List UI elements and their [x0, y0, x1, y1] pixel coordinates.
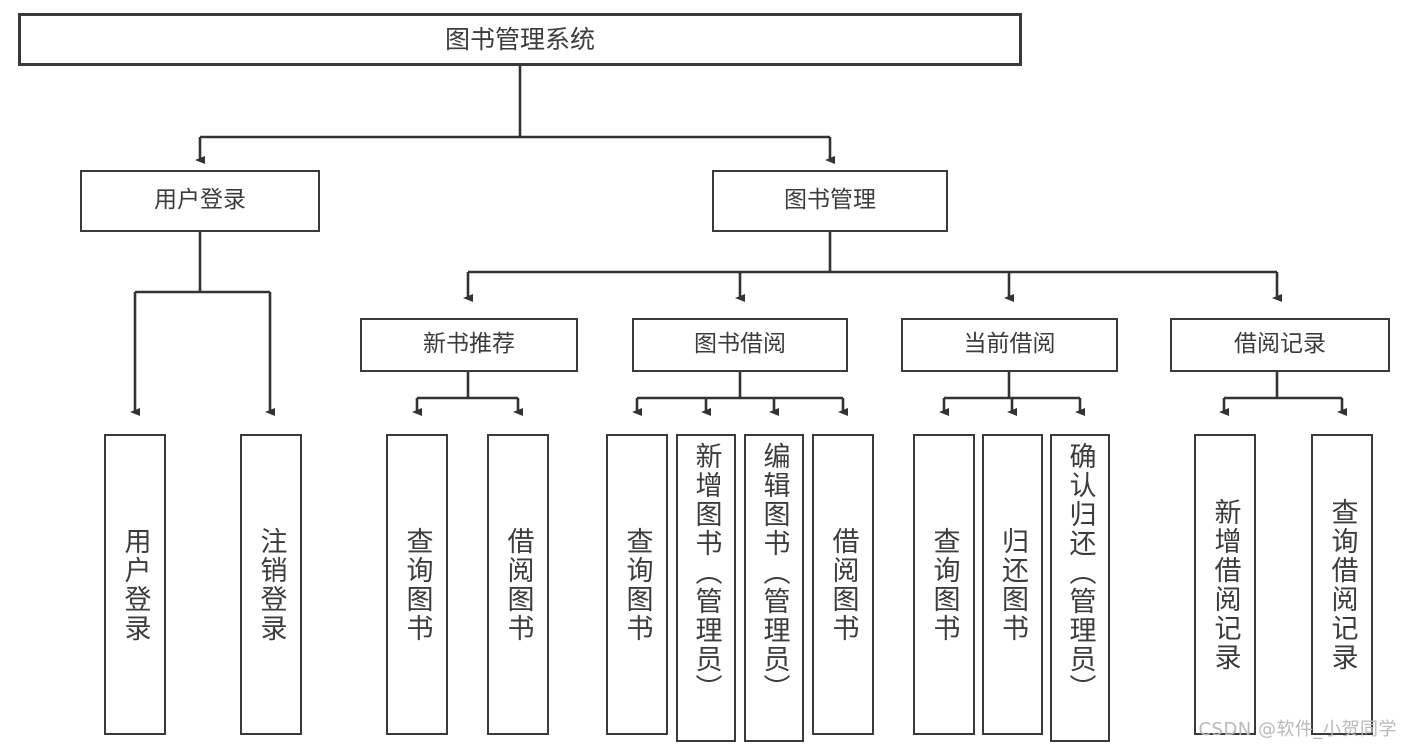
node-leaf-borrow-book-2[interactable]: 借阅图书 [812, 434, 874, 735]
node-leaf-add-record[interactable]: 新增借阅记录 [1194, 434, 1256, 735]
node-leaf-confirm-return[interactable]: 确认归还（管理员） [1050, 434, 1110, 742]
node-new-book-recommend-label: 新书推荐 [423, 331, 515, 358]
node-leaf-edit-book[interactable]: 编辑图书（管理员） [744, 434, 804, 742]
node-leaf-confirm-return-label: 确认归还（管理员） [1064, 442, 1096, 703]
node-leaf-user-login[interactable]: 用户登录 [104, 434, 166, 735]
node-leaf-return-book[interactable]: 归还图书 [982, 434, 1043, 735]
node-root-label: 图书管理系统 [444, 24, 595, 54]
node-leaf-borrow-book-2-label: 借阅图书 [827, 526, 859, 643]
node-leaf-add-record-label: 新增借阅记录 [1209, 497, 1241, 672]
node-leaf-query-record[interactable]: 查询借阅记录 [1311, 434, 1373, 735]
node-leaf-user-logout-label: 注销登录 [255, 526, 287, 643]
node-book-management[interactable]: 图书管理 [712, 170, 948, 232]
node-leaf-user-login-label: 用户登录 [119, 526, 151, 643]
node-current-borrow[interactable]: 当前借阅 [901, 318, 1118, 372]
node-borrow-record-label: 借阅记录 [1234, 331, 1326, 358]
node-new-book-recommend[interactable]: 新书推荐 [360, 318, 578, 372]
node-leaf-edit-book-label: 编辑图书（管理员） [758, 442, 790, 703]
node-current-borrow-label: 当前借阅 [963, 331, 1056, 358]
node-leaf-query-book-2[interactable]: 查询图书 [606, 434, 668, 735]
node-book-borrow[interactable]: 图书借阅 [632, 318, 848, 372]
node-leaf-query-book-3-label: 查询图书 [928, 526, 960, 643]
node-leaf-query-book-2-label: 查询图书 [621, 526, 653, 643]
node-leaf-return-book-label: 归还图书 [997, 526, 1028, 643]
node-root[interactable]: 图书管理系统 [18, 13, 1022, 66]
node-leaf-add-book-label: 新增图书（管理员） [690, 442, 722, 703]
node-leaf-borrow-book-1-label: 借阅图书 [502, 526, 534, 643]
node-book-management-label: 图书管理 [784, 187, 876, 214]
node-leaf-user-logout[interactable]: 注销登录 [240, 434, 302, 735]
node-leaf-borrow-book-1[interactable]: 借阅图书 [487, 434, 549, 735]
node-leaf-query-book-1-label: 查询图书 [401, 526, 433, 643]
node-borrow-record[interactable]: 借阅记录 [1170, 318, 1390, 372]
node-leaf-query-record-label: 查询借阅记录 [1326, 497, 1358, 672]
node-user-login-label: 用户登录 [154, 187, 246, 214]
node-leaf-query-book-1[interactable]: 查询图书 [386, 434, 448, 735]
node-user-login[interactable]: 用户登录 [80, 170, 320, 232]
node-leaf-query-book-3[interactable]: 查询图书 [913, 434, 975, 735]
node-book-borrow-label: 图书借阅 [694, 331, 786, 358]
watermark: CSDN @软件_小贺同学 [1198, 719, 1397, 740]
node-leaf-add-book[interactable]: 新增图书（管理员） [676, 434, 736, 742]
